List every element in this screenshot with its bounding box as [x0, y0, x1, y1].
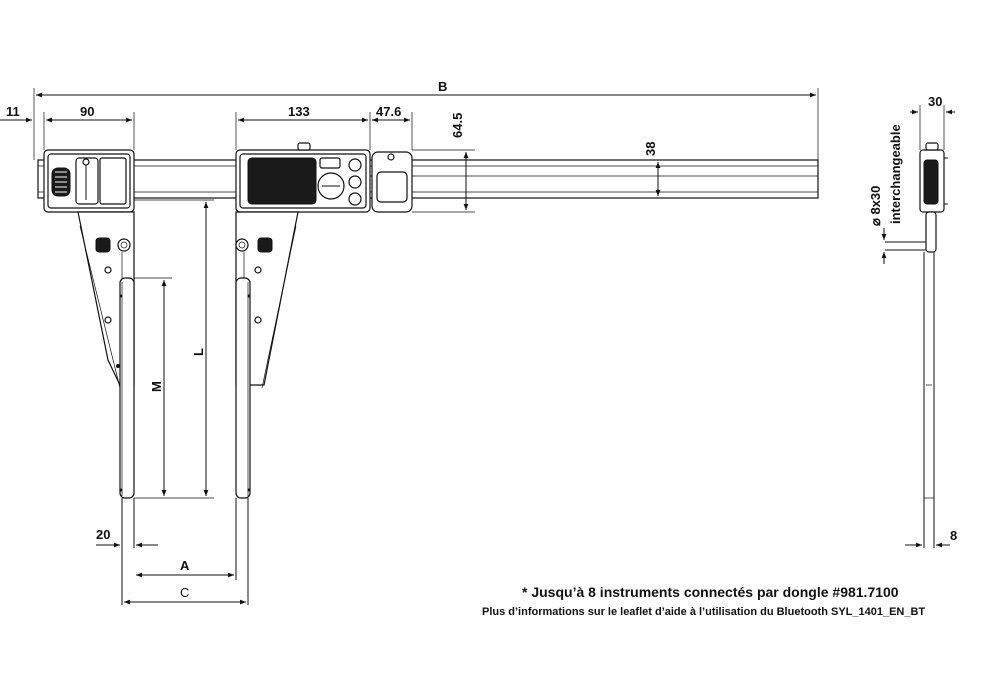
dim-interchangeable: interchangeable — [888, 124, 903, 224]
lcd-screen — [247, 157, 317, 205]
dim-diameter: ⌀ 8x30 — [868, 186, 883, 226]
note-dongle: * Jusqu’à 8 instruments connectés par do… — [522, 584, 899, 600]
dim-C: C — [180, 585, 189, 600]
fixed-jaw-arm — [77, 211, 135, 605]
dim-8: 8 — [950, 528, 957, 543]
dim-64-5: 64.5 — [450, 113, 465, 138]
dim-B: B — [438, 79, 447, 94]
side-view — [881, 105, 955, 548]
dim-M: M — [149, 381, 164, 392]
fixed-jaw-head — [43, 149, 135, 213]
jaw-button — [95, 237, 111, 253]
bluetooth-module — [371, 151, 413, 213]
dimension-lines — [0, 88, 819, 605]
dim-47-6: 47.6 — [376, 104, 401, 119]
dim-90: 90 — [80, 104, 94, 119]
dim-A: A — [180, 558, 190, 573]
sliding-jaw-arm — [235, 211, 299, 605]
sliding-head — [235, 142, 371, 213]
dim-30: 30 — [928, 94, 942, 109]
dim-133: 133 — [288, 104, 310, 119]
main-beam — [37, 159, 819, 199]
dim-38: 38 — [643, 142, 658, 156]
top-button — [297, 142, 311, 151]
dim-L: L — [191, 348, 206, 356]
dim-20: 20 — [96, 527, 110, 542]
note-bluetooth: Plus d’informations sur le leaflet d’aid… — [482, 606, 925, 618]
dim-11: 11 — [6, 104, 20, 119]
clip — [75, 157, 99, 205]
